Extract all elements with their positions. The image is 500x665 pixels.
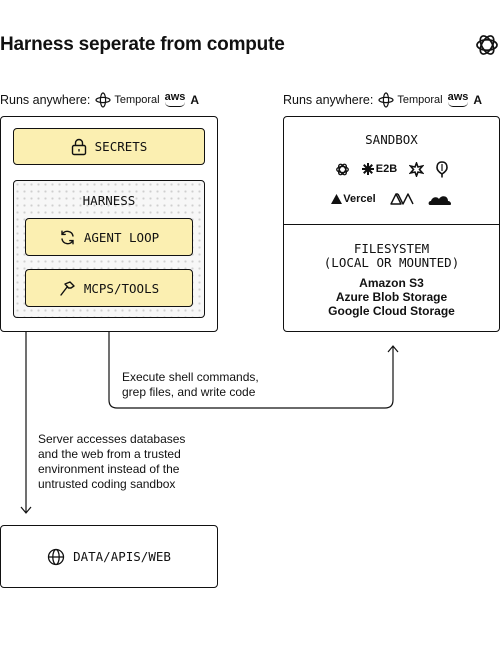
filesystem-subtitle: (LOCAL OR MOUNTED) bbox=[323, 255, 460, 270]
execute-note-line: Execute shell commands, bbox=[122, 370, 259, 384]
server-note-line: untrusted coding sandbox bbox=[38, 477, 176, 491]
storage-item: Amazon S3 bbox=[359, 276, 424, 290]
agent-loop-box: AGENT LOOP bbox=[25, 218, 193, 256]
secrets-label: SECRETS bbox=[94, 139, 148, 154]
sandbox-providers-row-2: Vercel bbox=[283, 190, 500, 208]
temporal-icon bbox=[95, 92, 111, 108]
anthropic-icon: A bbox=[190, 93, 200, 107]
runs-anywhere-right: Runs anywhere: Temporal aws A bbox=[283, 92, 482, 108]
daytona-icon bbox=[409, 161, 425, 177]
diagram-title: Harness seperate from compute bbox=[0, 34, 285, 55]
aws-icon: aws bbox=[448, 92, 468, 107]
openai-logo-icon bbox=[476, 35, 498, 55]
server-note-line: and the web from a trusted bbox=[38, 447, 181, 461]
storage-item: Google Cloud Storage bbox=[328, 304, 455, 318]
mcps-tools-label: MCPS/TOOLS bbox=[83, 280, 160, 296]
temporal-label: Temporal bbox=[114, 94, 160, 106]
storage-list: Amazon S3 Azure Blob Storage Google Clou… bbox=[283, 276, 500, 318]
globe-icon bbox=[47, 548, 65, 565]
anthropic-icon: A bbox=[473, 93, 483, 107]
server-note-line: Server accesses databases bbox=[38, 432, 186, 446]
aws-icon: aws bbox=[165, 92, 185, 107]
modal-icon bbox=[390, 193, 414, 205]
filesystem-heading: FILESYSTEM (LOCAL OR MOUNTED) bbox=[283, 242, 500, 270]
e2b-icon bbox=[361, 163, 374, 175]
vercel-icon bbox=[331, 194, 343, 204]
mcps-tools-box: MCPS/TOOLS bbox=[25, 269, 193, 307]
refresh-icon bbox=[61, 230, 74, 244]
lock-icon bbox=[71, 138, 86, 155]
temporal-logo: Temporal bbox=[378, 92, 443, 108]
harness-title: HARNESS bbox=[82, 193, 136, 208]
sandbox-title: SANDBOX bbox=[365, 132, 418, 147]
runs-anywhere-label: Runs anywhere: bbox=[0, 93, 91, 107]
openai-logo-icon bbox=[335, 163, 349, 175]
execute-note-line: grep files, and write code bbox=[122, 385, 256, 399]
agent-loop-label: AGENT LOOP bbox=[83, 229, 160, 245]
runs-anywhere-left: Runs anywhere: Temporal aws A bbox=[0, 92, 199, 108]
server-note-line: environment instead of the bbox=[38, 462, 180, 476]
execute-arrowhead bbox=[387, 345, 399, 353]
storage-item: Azure Blob Storage bbox=[335, 290, 448, 304]
e2b-logo: E2B bbox=[361, 163, 398, 175]
server-note: Server accesses databases and the web fr… bbox=[38, 432, 185, 492]
cloudflare-icon bbox=[428, 195, 451, 205]
execute-connector bbox=[108, 332, 394, 409]
server-arrowhead bbox=[20, 506, 32, 514]
vercel-label: Vercel bbox=[343, 193, 376, 205]
modal-balloon-icon bbox=[436, 160, 449, 177]
temporal-icon bbox=[378, 92, 394, 108]
sandbox-providers-row-1: E2B bbox=[283, 160, 500, 178]
data-apis-web-box: DATA/APIS/WEB bbox=[0, 525, 218, 588]
sandbox-divider bbox=[283, 224, 500, 225]
hammer-icon bbox=[60, 280, 75, 296]
temporal-label: Temporal bbox=[397, 94, 443, 106]
filesystem-title: FILESYSTEM bbox=[353, 241, 430, 256]
e2b-label: E2B bbox=[375, 163, 398, 175]
runs-anywhere-label: Runs anywhere: bbox=[283, 93, 374, 107]
execute-note: Execute shell commands, grep files, and … bbox=[122, 370, 259, 400]
vercel-logo: Vercel bbox=[331, 193, 376, 205]
data-apis-web-label: DATA/APIS/WEB bbox=[73, 549, 171, 564]
temporal-logo: Temporal bbox=[95, 92, 160, 108]
secrets-box: SECRETS bbox=[13, 128, 205, 165]
